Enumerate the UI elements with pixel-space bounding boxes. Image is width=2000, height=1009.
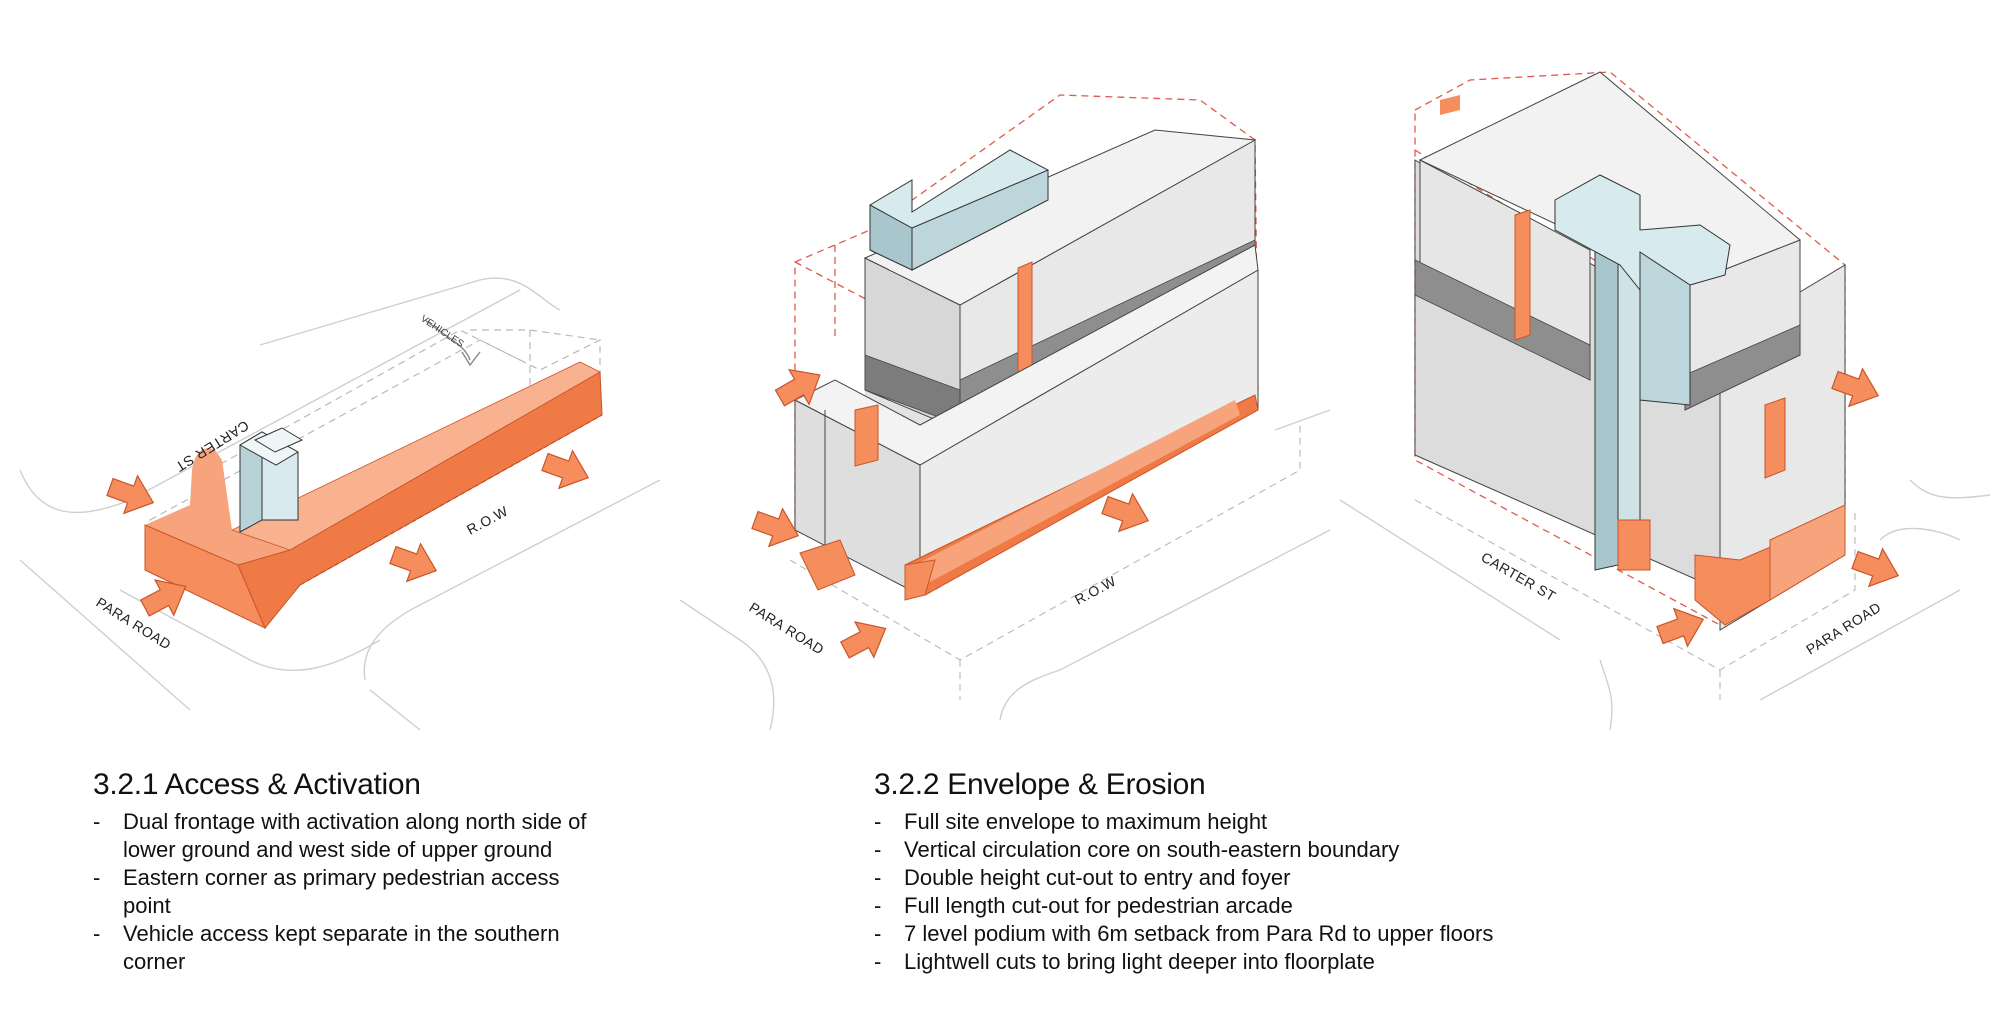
envelope-left-diagram: PARA ROAD R.O.W	[679, 94, 1331, 731]
list-item: Vehicle access kept separate in the sout…	[93, 920, 613, 976]
massing-diagrams: VEHICLES CARTER ST PARA ROAD R.O.W	[19, 71, 1991, 731]
caption-list: Full site envelope to maximum height Ver…	[874, 808, 1594, 976]
list-item: Full length cut-out for pedestrian arcad…	[874, 892, 1594, 920]
list-item: Eastern corner as primary pedestrian acc…	[93, 864, 613, 920]
vehicle-path	[424, 319, 471, 361]
right-mass	[1414, 71, 1846, 631]
row-label: R.O.W	[464, 502, 511, 537]
list-item: Full site envelope to maximum height	[874, 808, 1594, 836]
list-item: Dual frontage with activation along nort…	[93, 808, 613, 864]
access-arrow	[1847, 540, 1906, 596]
activation-mass	[144, 361, 603, 630]
access-arrow	[537, 442, 596, 498]
envelope-erosion-caption: 3.2.2 Envelope & Erosion Full site envel…	[874, 768, 1594, 976]
access-arrow	[835, 610, 896, 669]
ground-outline-3	[1414, 499, 1856, 700]
diagram-area: VEHICLES CARTER ST PARA ROAD R.O.W	[19, 71, 1991, 731]
podium	[793, 244, 1259, 601]
para-road-label-3: PARA ROAD	[1803, 599, 1884, 658]
caption-list: Dual frontage with activation along nort…	[93, 808, 613, 976]
caption-title: 3.2.2 Envelope & Erosion	[874, 768, 1206, 801]
access-arrow	[385, 535, 444, 591]
list-item: Vertical circulation core on south-easte…	[874, 836, 1594, 864]
ground-outline	[789, 420, 1301, 700]
list-item: 7 level podium with 6m setback from Para…	[874, 920, 1594, 948]
access-activation-caption: 3.2.1 Access & Activation Dual frontage …	[93, 768, 613, 976]
street-curbs-3	[1339, 479, 1991, 731]
envelope-right-diagram: CARTER ST PARA ROAD	[1339, 71, 1991, 731]
access-arrow	[102, 467, 161, 523]
list-item: Lightwell cuts to bring light deeper int…	[874, 948, 1594, 976]
access-diagram: VEHICLES CARTER ST PARA ROAD R.O.W	[19, 277, 661, 731]
street-curbs	[19, 277, 661, 731]
list-item: Double height cut-out to entry and foyer	[874, 864, 1594, 892]
access-arrow	[1652, 599, 1711, 655]
vehicle-arrowhead	[461, 351, 481, 367]
row-label-2: R.O.W	[1072, 572, 1119, 607]
rooftop-core	[869, 149, 1049, 271]
street-curbs-2	[679, 409, 1331, 731]
vehicles-label: VEHICLES	[418, 313, 465, 350]
para-road-label-2: PARA ROAD	[746, 599, 827, 658]
caption-title: 3.2.1 Access & Activation	[93, 768, 421, 801]
core-block	[238, 427, 304, 533]
